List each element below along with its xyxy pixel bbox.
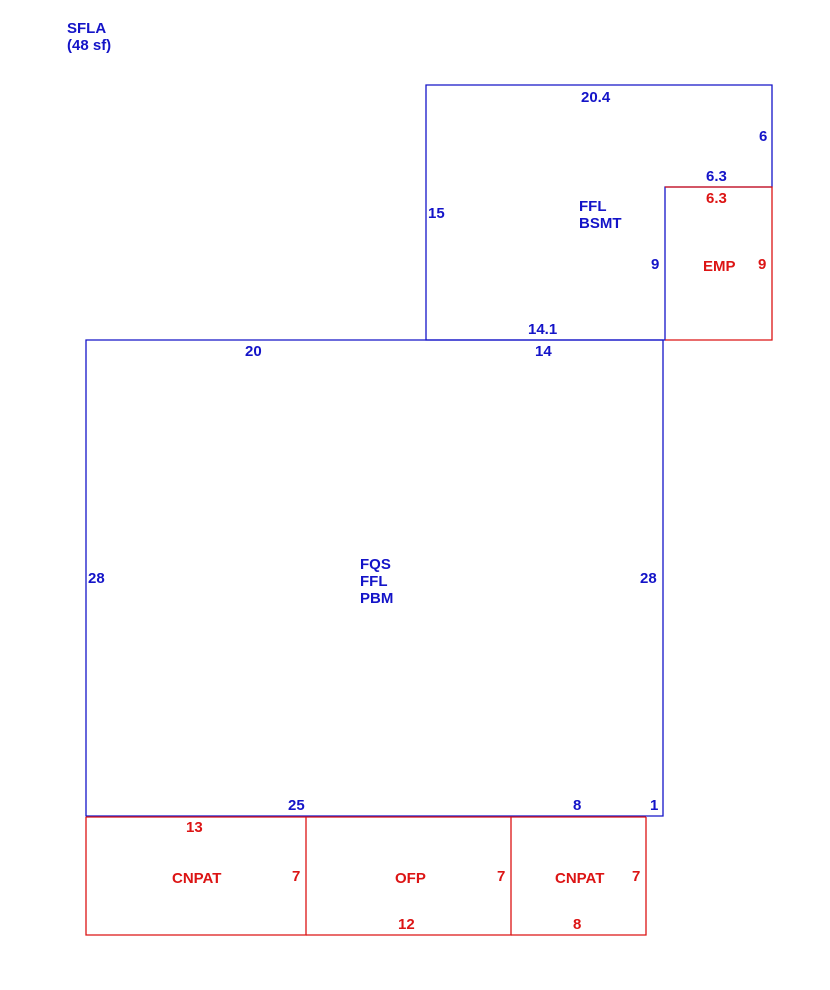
emp-outline (665, 186, 773, 341)
ofp-label: OFP (395, 870, 426, 887)
upper-dim-step: 6.3 (706, 168, 727, 185)
main-label-pbm: PBM (360, 590, 393, 607)
cnpat-right-dim-bottom: 8 (573, 916, 581, 933)
cnpat-left-outline (85, 817, 307, 936)
cnpat-left-dim-right: 7 (292, 868, 300, 885)
main-label-ffl: FFL (360, 573, 388, 590)
ofp-dim-right: 7 (497, 868, 505, 885)
sfla-title: SFLA (67, 20, 106, 37)
upper-dim-right: 6 (759, 128, 767, 145)
main-dim-right: 28 (640, 570, 657, 587)
upper-dim-bottom: 14.1 (528, 321, 557, 338)
cnpat-left-label: CNPAT (172, 870, 221, 887)
cnpat-left-dim-top: 13 (186, 819, 203, 836)
main-dim-bottom-a: 25 (288, 797, 305, 814)
main-dim-bottom-c: 1 (650, 797, 658, 814)
upper-dim-inner: 9 (651, 256, 659, 273)
emp-dim-top: 6.3 (706, 190, 727, 207)
cnpat-right-label: CNPAT (555, 870, 604, 887)
emp-dim-right: 9 (758, 256, 766, 273)
cnpat-right-outline (511, 817, 647, 936)
upper-label-bsmt: BSMT (579, 215, 622, 232)
ofp-dim-bottom: 12 (398, 916, 415, 933)
emp-label: EMP (703, 258, 736, 275)
upper-dim-top: 20.4 (581, 89, 611, 106)
main-block-outline (85, 339, 664, 817)
main-label-fqs: FQS (360, 556, 391, 573)
sfla-area: (48 sf) (67, 37, 111, 54)
main-dim-top-right: 14 (535, 343, 552, 360)
upper-label-ffl: FFL (579, 198, 607, 215)
upper-dim-left: 15 (428, 205, 445, 222)
main-dim-left: 28 (88, 570, 105, 587)
cnpat-right-dim-right: 7 (632, 868, 640, 885)
main-dim-bottom-b: 8 (573, 797, 581, 814)
main-dim-top-left: 20 (245, 343, 262, 360)
